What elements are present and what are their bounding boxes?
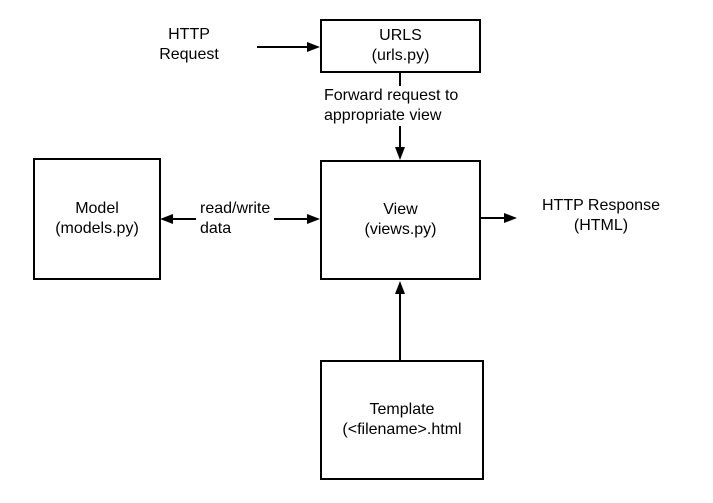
model-node-box: Model (models.py) bbox=[33, 158, 161, 280]
read-write-data-label-line1: read/write bbox=[200, 200, 271, 217]
template-node-subtitle: (<filename>.html bbox=[342, 421, 462, 438]
http-request-label-line2: Request bbox=[159, 46, 219, 63]
view-node-box: View (views.py) bbox=[320, 160, 481, 280]
http-response-label-line1: HTTP Response bbox=[542, 197, 660, 214]
view-to-response-arrowhead-icon bbox=[504, 213, 517, 223]
forward-request-label-line2: appropriate view bbox=[324, 107, 442, 124]
read-write-data-label: read/write data bbox=[196, 199, 275, 239]
view-to-model-arrowhead-icon bbox=[160, 214, 173, 224]
template-to-view-arrow-line bbox=[399, 293, 401, 360]
template-to-view-arrowhead-icon bbox=[395, 281, 405, 294]
template-node-title: Template bbox=[369, 401, 435, 418]
view-to-response-arrow-line bbox=[481, 217, 505, 219]
urls-node-title: URLS bbox=[379, 27, 422, 44]
forward-request-label: Forward request to appropriate view bbox=[322, 86, 461, 126]
view-node-subtitle: (views.py) bbox=[364, 221, 437, 238]
http-response-label-line2: (HTML) bbox=[573, 217, 629, 234]
http-request-to-urls-arrowhead-icon bbox=[307, 42, 320, 52]
forward-request-label-line1: Forward request to bbox=[324, 87, 459, 104]
model-to-view-arrowhead-icon bbox=[307, 214, 320, 224]
model-node-title: Model bbox=[75, 200, 119, 217]
read-write-data-label-line2: data bbox=[200, 220, 232, 237]
urls-node-subtitle: (urls.py) bbox=[371, 47, 430, 64]
http-response-label: HTTP Response (HTML) bbox=[521, 196, 681, 236]
urls-to-view-arrowhead-icon bbox=[395, 147, 405, 160]
view-node-title: View bbox=[383, 201, 418, 218]
http-request-label: HTTP Request bbox=[139, 25, 239, 65]
template-node-box: Template (<filename>.html bbox=[320, 360, 484, 480]
http-request-label-line1: HTTP bbox=[168, 26, 210, 43]
urls-node-box: URLS (urls.py) bbox=[320, 19, 481, 73]
http-request-to-urls-arrow-line bbox=[257, 46, 308, 48]
model-node-subtitle: (models.py) bbox=[55, 220, 139, 237]
